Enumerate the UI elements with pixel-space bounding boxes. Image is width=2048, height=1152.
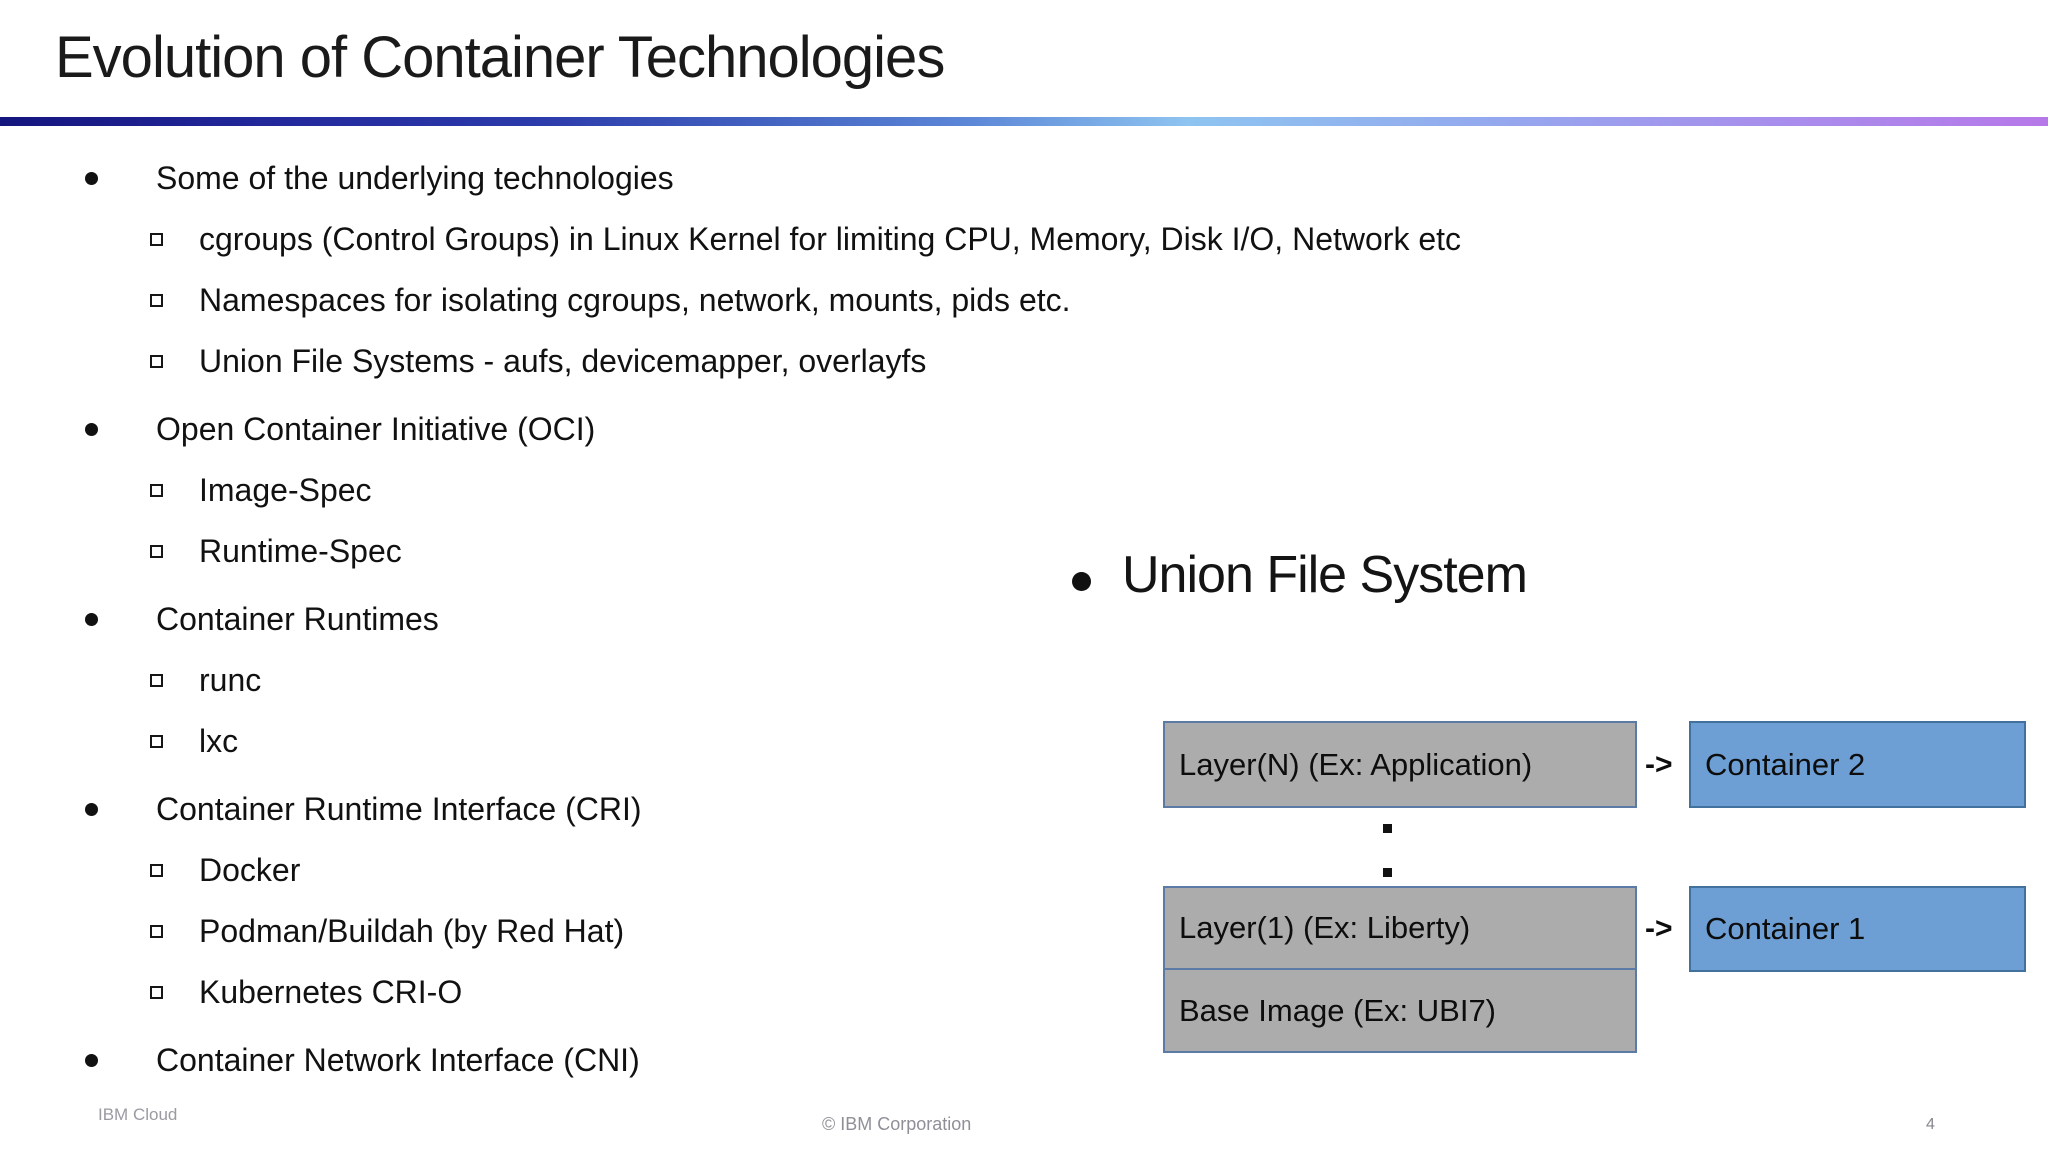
list-item: cgroups (Control Groups) in Linux Kernel…: [0, 209, 1461, 270]
square-bullet-icon: [150, 294, 199, 307]
list-item: Docker: [0, 840, 1160, 901]
list-item: Container Runtime Interface (CRI): [0, 779, 1160, 840]
square-bullet-icon: [150, 355, 199, 368]
list-item: Some of the underlying technologies: [0, 148, 1160, 209]
list-item: Podman/Buildah (by Red Hat): [0, 901, 1160, 962]
layer-n-label: Layer(N) (Ex: Application): [1179, 746, 1533, 782]
container-2-label: Container 2: [1705, 746, 1866, 782]
bullet-icon: [85, 613, 156, 626]
outline-list: Some of the underlying technologies cgro…: [0, 148, 1461, 1091]
bullet-icon: [1072, 571, 1091, 591]
container-1-label: Container 1: [1705, 911, 1866, 946]
ellipsis-dot-icon: [1383, 824, 1392, 833]
list-item-label: Podman/Buildah (by Red Hat): [199, 913, 625, 949]
list-item: Container Runtimes: [0, 589, 1160, 650]
square-bullet-icon: [150, 864, 199, 877]
list-item: Runtime-Spec: [0, 521, 1160, 582]
base-image-box: Base Image (Ex: UBI7): [1163, 968, 1637, 1053]
footer-copyright: © IBM Corporation: [822, 1114, 972, 1134]
list-item: lxc: [0, 711, 1160, 772]
slide-title: Evolution of Container Technologies: [55, 25, 945, 90]
title-accent-rule: [0, 117, 2048, 126]
list-item: Union File Systems - aufs, devicemapper,…: [0, 331, 1160, 392]
square-bullet-icon: [150, 986, 199, 999]
list-item: Image-Spec: [0, 460, 1160, 521]
square-bullet-icon: [150, 484, 199, 497]
bullet-icon: [85, 423, 156, 436]
list-item: Kubernetes CRI-O: [0, 962, 1160, 1023]
square-bullet-icon: [150, 674, 199, 687]
list-item: runc: [0, 650, 1160, 711]
bullet-icon: [85, 172, 156, 185]
list-item-label: Kubernetes CRI-O: [199, 974, 463, 1010]
list-item: Namespaces for isolating cgroups, networ…: [0, 270, 1160, 331]
arrow-to-container-2: ->: [1645, 747, 1673, 781]
square-bullet-icon: [150, 735, 199, 748]
list-item-label: Container Runtimes: [156, 601, 439, 637]
list-item-label: Open Container Initiative (OCI): [156, 411, 596, 447]
bullet-icon: [85, 1054, 156, 1067]
list-item-label: Docker: [199, 852, 301, 888]
list-item-label: runc: [199, 662, 262, 698]
container-2-box: Container 2: [1689, 721, 2026, 808]
list-item-label: Runtime-Spec: [199, 533, 402, 569]
layer-n-box: Layer(N) (Ex: Application): [1163, 721, 1637, 808]
footer-brand: IBM Cloud: [98, 1105, 178, 1124]
container-1-box: Container 1: [1689, 886, 2026, 972]
list-item-label: cgroups (Control Groups) in Linux Kernel…: [199, 221, 1462, 257]
list-item-label: Container Runtime Interface (CRI): [156, 791, 642, 827]
ellipsis-dot-icon: [1383, 868, 1392, 877]
heading-label: Union File System: [1122, 546, 1528, 604]
list-item-label: lxc: [199, 723, 239, 759]
layer-1-box: Layer(1) (Ex: Liberty): [1163, 886, 1637, 970]
list-item: Container Network Interface (CNI): [0, 1030, 1160, 1091]
arrow-to-container-1: ->: [1645, 912, 1673, 945]
list-item-label: Container Network Interface (CNI): [156, 1042, 640, 1078]
base-image-label: Base Image (Ex: UBI7): [1179, 992, 1497, 1028]
page-number: 4: [1926, 1116, 1935, 1133]
bullet-icon: [85, 803, 156, 816]
list-item: Open Container Initiative (OCI): [0, 399, 1160, 460]
layer-1-label: Layer(1) (Ex: Liberty): [1179, 910, 1471, 945]
list-item-label: Namespaces for isolating cgroups, networ…: [199, 282, 1071, 318]
union-file-system-heading: Union File System: [1072, 545, 1528, 605]
list-item-label: Some of the underlying technologies: [156, 160, 674, 196]
list-item-label: Union File Systems - aufs, devicemapper,…: [199, 343, 927, 379]
list-item-label: Image-Spec: [199, 472, 372, 508]
square-bullet-icon: [150, 233, 199, 246]
square-bullet-icon: [150, 545, 199, 558]
square-bullet-icon: [150, 925, 199, 938]
